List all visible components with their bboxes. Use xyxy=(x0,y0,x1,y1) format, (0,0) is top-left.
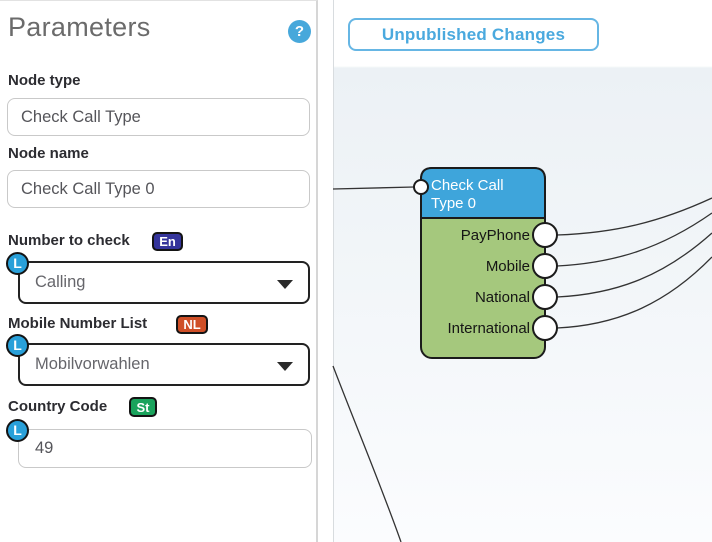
mobile-number-list-select[interactable]: Mobilvorwahlen xyxy=(18,343,310,386)
country-code-input[interactable] xyxy=(18,429,312,468)
language-toggle-icon[interactable]: L xyxy=(6,334,29,357)
output-port-payphone[interactable] xyxy=(532,222,558,248)
dropdown-arrow-icon xyxy=(277,279,293,289)
mobile-number-list-value: Mobilvorwahlen xyxy=(35,355,150,373)
dropdown-arrow-icon xyxy=(277,361,293,371)
output-port-international[interactable] xyxy=(532,315,558,341)
port-label-national: National xyxy=(475,289,530,306)
port-label-international: International xyxy=(447,320,530,337)
node-type-label: Node type xyxy=(8,72,81,89)
node-header[interactable] xyxy=(420,167,546,219)
language-toggle-icon[interactable]: L xyxy=(6,252,29,275)
edge-mobile xyxy=(556,212,712,267)
edge-international xyxy=(556,256,712,329)
edge-payphone xyxy=(556,197,712,236)
string-type-badge: St xyxy=(129,397,157,417)
help-icon[interactable]: ? xyxy=(288,20,311,43)
flow-node-check-call-type[interactable]: Check Call Type 0 PayPhone Mobile Nation… xyxy=(413,167,558,359)
flow-editor-area: Unpublished Changes Check Call Type 0 Pa… xyxy=(318,0,712,542)
input-port[interactable] xyxy=(413,179,429,195)
node-name-input[interactable] xyxy=(7,170,310,208)
output-port-national[interactable] xyxy=(532,284,558,310)
number-to-check-value: Calling xyxy=(35,273,86,291)
port-label-mobile: Mobile xyxy=(486,258,530,275)
flow-diagram: Check Call Type 0 PayPhone Mobile Nation… xyxy=(332,167,712,542)
node-title-line1: Check Call xyxy=(431,177,504,194)
language-toggle-icon[interactable]: L xyxy=(6,419,29,442)
output-port-mobile[interactable] xyxy=(532,253,558,279)
number-to-check-select[interactable]: Calling xyxy=(18,261,310,304)
node-type-input[interactable] xyxy=(7,98,310,136)
number-to-check-label: Number to check xyxy=(8,232,130,249)
mobile-number-list-label: Mobile Number List xyxy=(8,315,148,332)
panel-title: Parameters xyxy=(8,12,151,42)
parameters-panel: Parameters ? Node type Node name Number … xyxy=(0,0,318,542)
unpublished-changes-button[interactable]: Unpublished Changes xyxy=(348,18,599,51)
edge-incoming xyxy=(332,186,415,190)
node-name-label: Node name xyxy=(8,145,89,162)
node-title-line2: Type 0 xyxy=(431,195,476,212)
country-code-label: Country Code xyxy=(8,398,108,415)
edge-other xyxy=(332,365,402,542)
number-list-type-badge: NL xyxy=(176,315,208,334)
edge-national xyxy=(556,232,712,298)
entry-type-badge: En xyxy=(152,232,183,251)
port-label-payphone: PayPhone xyxy=(461,227,530,244)
